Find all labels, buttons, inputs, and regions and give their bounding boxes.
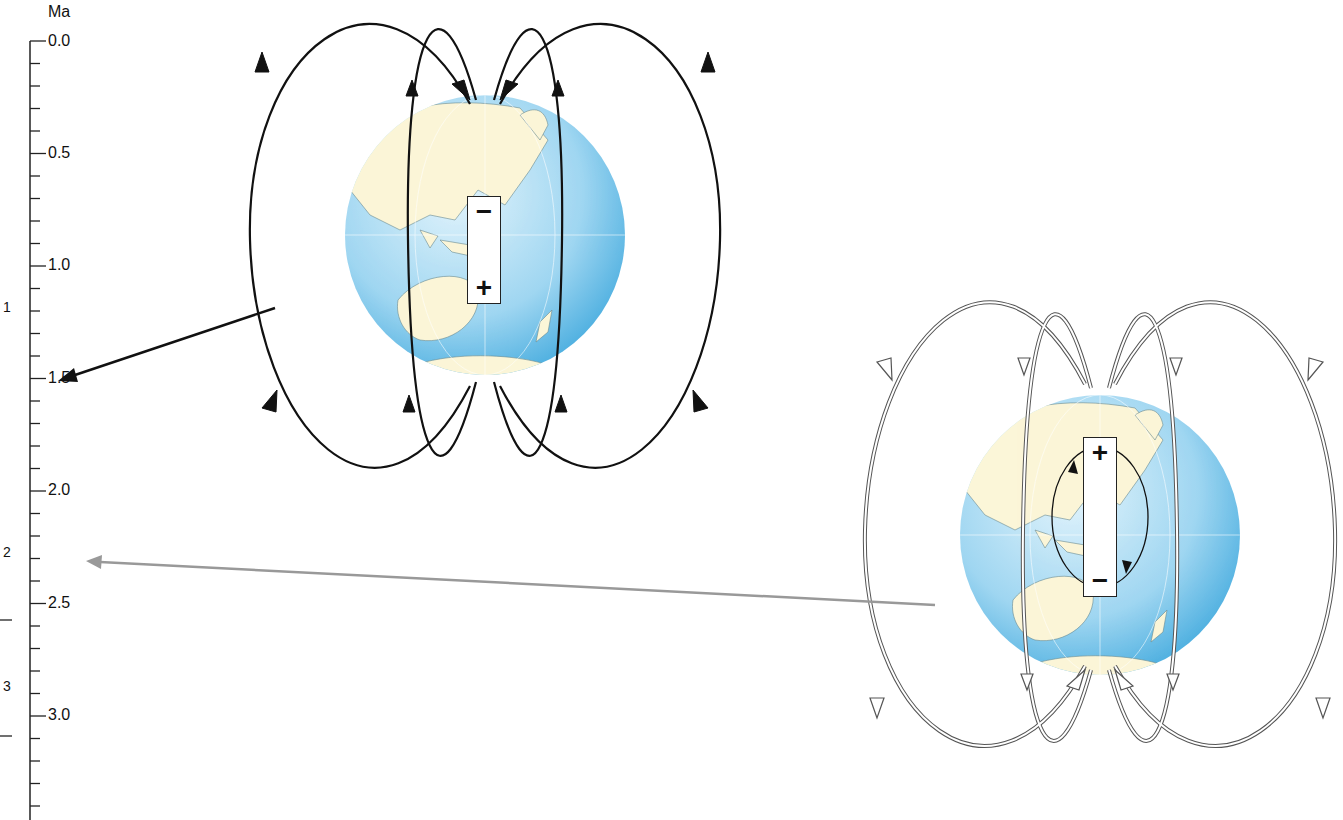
scale-value: 1.5 bbox=[48, 369, 70, 387]
pole-sign: − bbox=[476, 197, 492, 227]
scale-value: 0.0 bbox=[48, 32, 70, 50]
scale-tick bbox=[30, 40, 46, 41]
scale-tick bbox=[30, 760, 40, 761]
scale-value: 2.5 bbox=[48, 594, 70, 612]
scale-tick bbox=[30, 445, 40, 446]
scale-value: 0.5 bbox=[48, 144, 70, 162]
pole-sign: − bbox=[1092, 566, 1108, 596]
chron-number: 1 bbox=[3, 298, 11, 316]
bar-magnet: −+ bbox=[467, 196, 501, 304]
scale-tick bbox=[30, 805, 40, 806]
scale-value: 1.0 bbox=[48, 256, 70, 274]
scale-tick bbox=[30, 670, 40, 671]
scale-value: 3.0 bbox=[48, 706, 70, 724]
scale-tick bbox=[30, 378, 46, 379]
scale-tick bbox=[30, 85, 40, 86]
scale-tick bbox=[30, 130, 40, 131]
scale-tick bbox=[30, 423, 40, 424]
scale-tick bbox=[30, 265, 46, 266]
scale-tick bbox=[30, 63, 40, 64]
scale-tick bbox=[30, 603, 46, 604]
scale-tick bbox=[30, 220, 40, 221]
scale-tick bbox=[30, 175, 40, 176]
scale-tick bbox=[30, 715, 46, 716]
chron-number: 2 bbox=[3, 543, 11, 561]
scale-value: 2.0 bbox=[48, 481, 70, 499]
scale-tick bbox=[30, 468, 40, 469]
bar-magnet: +− bbox=[1083, 437, 1117, 597]
scale-tick bbox=[30, 535, 40, 536]
scale-tick bbox=[30, 198, 40, 199]
scale-tick bbox=[30, 580, 40, 581]
scale-tick bbox=[30, 310, 40, 311]
pole-sign: + bbox=[476, 273, 492, 303]
pole-sign: + bbox=[1092, 438, 1108, 468]
scale-tick bbox=[30, 490, 46, 491]
scale-tick bbox=[30, 108, 40, 109]
scale-tick bbox=[30, 693, 40, 694]
scale-tick bbox=[30, 355, 40, 356]
scale-tick bbox=[30, 648, 40, 649]
scale-tick bbox=[30, 625, 40, 626]
scale-tick bbox=[30, 738, 40, 739]
scale-tick bbox=[30, 783, 40, 784]
scale-tick bbox=[30, 243, 40, 244]
chron-number: 3 bbox=[3, 677, 11, 695]
scale-tick bbox=[30, 513, 40, 514]
scale-tick bbox=[30, 153, 46, 154]
scale-tick bbox=[30, 333, 40, 334]
scale-tick bbox=[30, 558, 40, 559]
axis-unit: Ma bbox=[48, 3, 70, 21]
scale-tick bbox=[30, 288, 40, 289]
scale-tick bbox=[30, 400, 40, 401]
